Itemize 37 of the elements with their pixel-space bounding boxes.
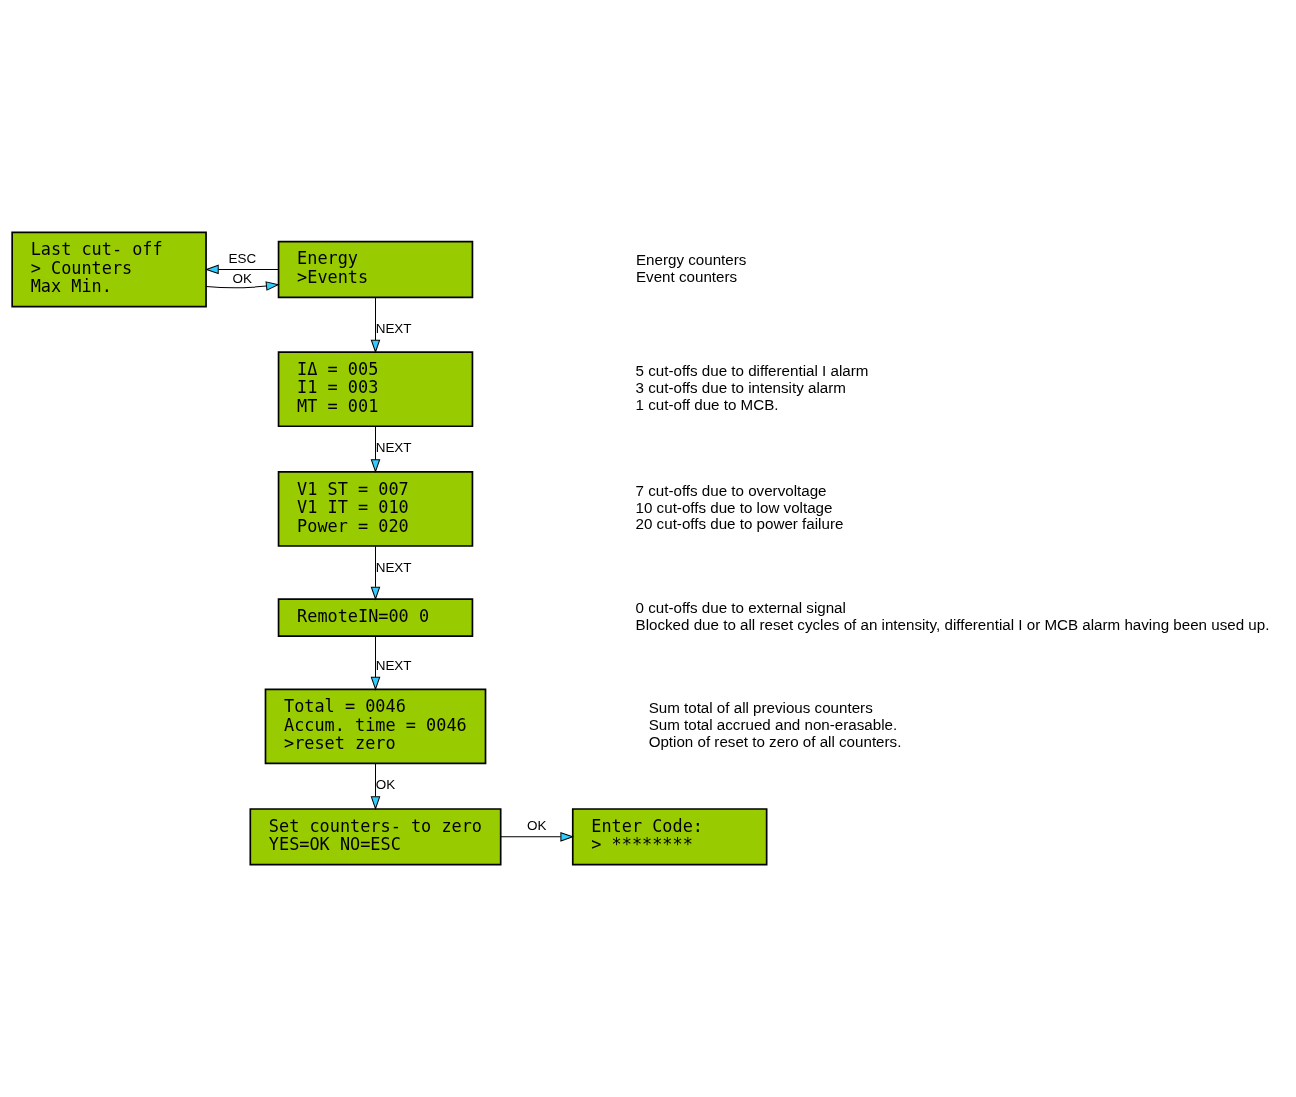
node-label: Sum total accrued and non-erasable. xyxy=(648,716,898,734)
edge-label: NEXT xyxy=(375,559,412,575)
arrow xyxy=(204,264,279,275)
node-box: Total = 0046 Accum. time = 0046 >reset zero xyxy=(264,688,487,765)
node-label: Blocked due to all reset cycles of an intensity, differential I or MCB alarm having been used up. xyxy=(635,615,1270,633)
node-box: Enter Code: > ******** xyxy=(571,808,768,866)
node-label: 0 cut-offs due to external signal xyxy=(635,598,846,616)
node-label: 20 cut-offs due to power failure xyxy=(635,515,844,533)
edge-label: OK xyxy=(232,270,253,286)
edge-label: NEXT xyxy=(375,657,412,673)
node-box: Set counters- to zero YES=OK NO=ESC xyxy=(249,808,502,866)
node-box: RemoteIN=00 0 xyxy=(277,598,474,637)
edge-label: OK xyxy=(526,817,547,833)
node-box: IΔ = 005 I1 = 003 MT = 001 xyxy=(277,351,474,428)
node-label: 10 cut-offs due to low voltage xyxy=(635,498,833,516)
edge-label: NEXT xyxy=(375,440,412,456)
node-box: Energy >Events xyxy=(277,240,474,299)
node-box: Last cut- off > Counters Max Min. xyxy=(11,231,207,308)
edge-label: NEXT xyxy=(375,320,412,336)
arrow xyxy=(370,545,381,601)
node-label: Event counters xyxy=(635,267,738,285)
node-box: V1 ST = 007 V1 IT = 010 Power = 020 xyxy=(277,470,474,547)
node-label: Energy counters xyxy=(635,250,747,268)
node-label: 1 cut-off due to MCB. xyxy=(635,395,779,413)
edge-label: OK xyxy=(375,777,396,793)
node-label: 5 cut-offs due to differential I alarm xyxy=(635,362,869,380)
arrow xyxy=(370,635,381,691)
node-label: 3 cut-offs due to intensity alarm xyxy=(635,378,846,396)
arrow xyxy=(370,763,381,811)
arrow xyxy=(205,281,280,291)
node-label: Sum total of all previous counters xyxy=(648,699,873,717)
arrow xyxy=(370,425,381,474)
arrow xyxy=(500,831,575,842)
node-label: Option of reset to zero of all counters. xyxy=(648,732,902,750)
node-label: 7 cut-offs due to overvoltage xyxy=(635,481,827,499)
arrow xyxy=(370,296,381,354)
edge-label: ESC xyxy=(228,250,257,266)
